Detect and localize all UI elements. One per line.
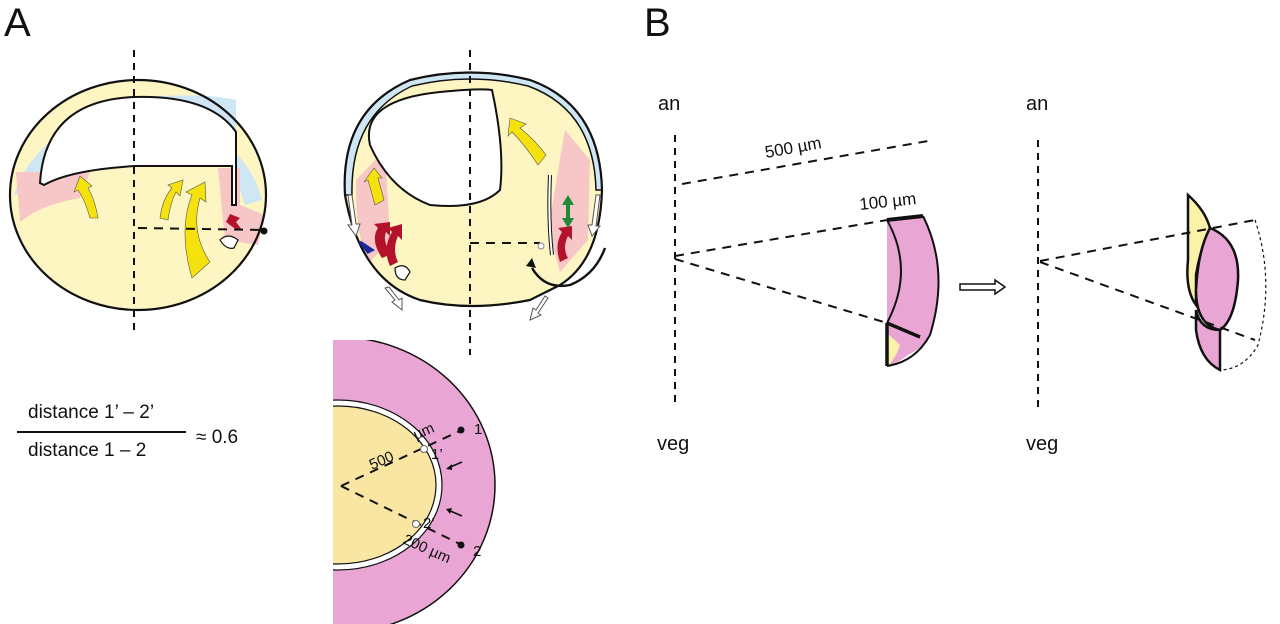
point-1-prime-label: 1’ xyxy=(431,446,443,463)
radius-line-2 xyxy=(340,485,463,546)
embryo-early-gastrula xyxy=(8,78,268,312)
yellow-arrow xyxy=(507,117,547,166)
yellow-arrow xyxy=(363,167,385,206)
lower-cone-line xyxy=(674,258,888,324)
lower-cone-line xyxy=(1039,261,1256,341)
radius-500-label: 500 µm xyxy=(763,133,822,162)
ratio-equation: distance 1’ – 2’ distance 1 – 2 ≈ 0.6 xyxy=(17,402,238,461)
equation-result: ≈ 0.6 xyxy=(196,427,238,448)
red-arrow xyxy=(386,224,402,266)
yolk-patch xyxy=(887,333,900,366)
black-arrowhead xyxy=(526,258,536,268)
radius-500-line xyxy=(681,140,929,185)
embryo-late-gastrula xyxy=(343,71,607,321)
hollow-arrow xyxy=(529,295,549,321)
embryo-outline xyxy=(343,71,604,308)
marker-point xyxy=(537,242,545,250)
hollow-right-arrow-icon xyxy=(959,278,1007,296)
radius-line-1 xyxy=(340,429,463,487)
upper-cone-line xyxy=(1039,219,1256,262)
involution-curve xyxy=(530,247,607,288)
animal-pole-label: an xyxy=(658,93,680,115)
ring-diagram: 500 µm 200 µm 1 2 1’ 2’ xyxy=(333,340,496,624)
mesoderm-left xyxy=(16,172,90,222)
point-2-prime xyxy=(412,520,420,528)
transition-arrow xyxy=(959,278,1007,296)
blastocoel xyxy=(367,88,503,207)
green-double-arrow xyxy=(562,195,574,228)
lower-tissue-piece xyxy=(1194,309,1222,373)
hollow-arrow xyxy=(587,194,602,238)
hollow-arrow xyxy=(347,194,361,238)
blue-arrow xyxy=(358,240,375,254)
archenteron-slit xyxy=(548,174,553,256)
panel-label-a: A xyxy=(4,1,31,45)
thickness-bar xyxy=(886,214,924,222)
bottle-cells xyxy=(219,235,239,249)
vegetal-pole-label: veg xyxy=(657,433,689,455)
original-outline-dotted xyxy=(1221,219,1267,371)
panel-b-after: an veg xyxy=(1026,93,1267,455)
panel-b-before: an veg 500 µm 100 µm xyxy=(657,93,940,455)
red-arrow xyxy=(557,226,572,262)
animal-pole-label: an xyxy=(1026,93,1048,115)
blastocoel xyxy=(38,95,237,206)
upper-cone-line xyxy=(674,219,888,257)
pink-tissue-piece xyxy=(1194,226,1240,332)
point-2-prime-label: 2’ xyxy=(423,515,435,532)
inner-yolk xyxy=(333,405,437,565)
point-1 xyxy=(457,426,465,434)
panel-label-b: B xyxy=(644,1,671,45)
thickness-100-label: 100 µm xyxy=(858,189,917,214)
mesoderm-right xyxy=(218,168,265,245)
hollow-arrow xyxy=(384,286,403,312)
point-2-label: 2 xyxy=(473,543,481,560)
red-arrow xyxy=(226,214,242,230)
point-2 xyxy=(457,541,465,549)
point-1-prime xyxy=(420,445,428,453)
bottle-cells xyxy=(394,265,411,281)
equation-denominator: distance 1 – 2 xyxy=(28,440,146,461)
vegetal-pole-label: veg xyxy=(1026,433,1058,455)
blastopore-lip-point xyxy=(260,227,268,235)
yellow-arrow xyxy=(159,179,184,221)
point-1-label: 1 xyxy=(474,421,482,438)
radius-dashed-line xyxy=(137,227,265,231)
yellow-arrow-large xyxy=(184,181,211,279)
equation-numerator: distance 1’ – 2’ xyxy=(28,402,154,423)
yellow-arrow xyxy=(73,175,99,219)
embryo-outline xyxy=(8,78,268,312)
